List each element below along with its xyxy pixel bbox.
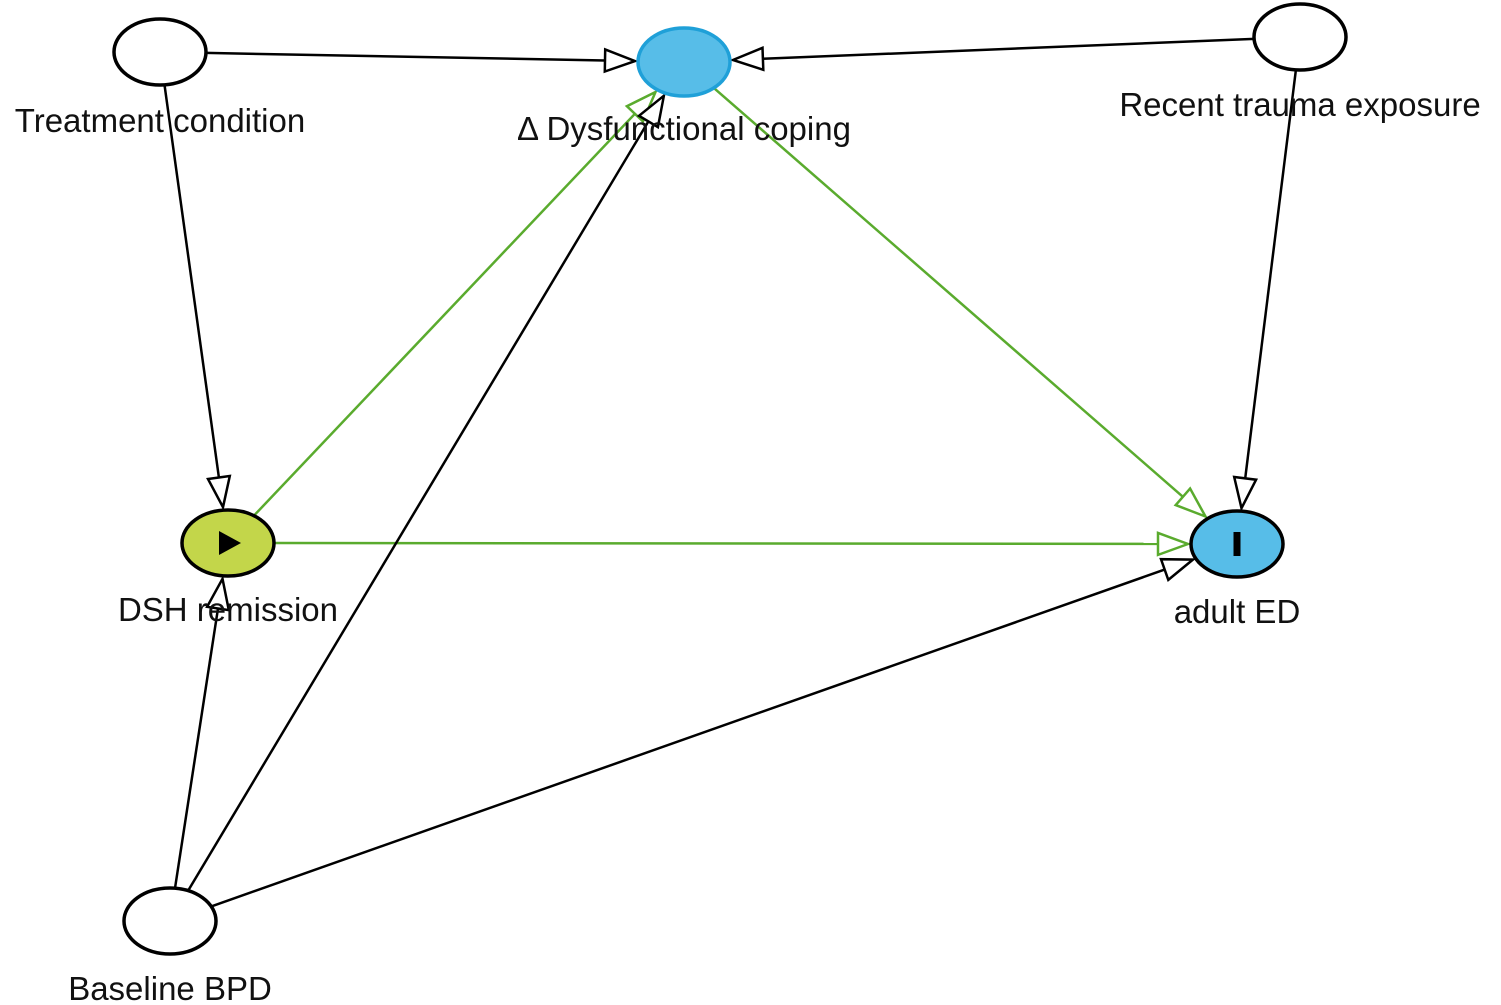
arrowhead xyxy=(1232,475,1259,512)
edges-layer xyxy=(163,37,1298,908)
arrowhead xyxy=(636,92,666,130)
node-label-trauma: Recent trauma exposure xyxy=(1119,86,1480,123)
edge-treatment-to-coping xyxy=(205,47,639,74)
edge-dsh-to-coping xyxy=(252,89,658,517)
edge-line xyxy=(252,112,636,517)
edge-treatment-to-dsh xyxy=(163,84,232,511)
play-icon xyxy=(219,531,241,555)
labels-layer: Treatment condition Δ Dysfunctional copi… xyxy=(15,86,1481,1005)
edge-line xyxy=(210,568,1166,908)
edge-line xyxy=(163,84,221,478)
edge-dsh-to-ed xyxy=(273,531,1192,557)
node-treatment[interactable] xyxy=(112,17,208,87)
edge-line xyxy=(187,120,650,892)
edge-trauma-to-ed xyxy=(1232,69,1298,512)
edge-line xyxy=(712,86,1184,498)
edge-line xyxy=(173,608,220,889)
node-label-treatment: Treatment condition xyxy=(15,102,305,139)
edge-coping-to-ed xyxy=(712,86,1209,519)
edge-trauma-to-coping xyxy=(729,37,1255,72)
arrowhead xyxy=(729,45,765,72)
arrowhead xyxy=(205,575,231,612)
node-dsh[interactable] xyxy=(180,508,276,578)
node-coping[interactable] xyxy=(636,26,732,98)
edge-line xyxy=(205,51,606,62)
node-ellipse[interactable] xyxy=(122,886,218,956)
edge-line xyxy=(762,37,1255,61)
bar-icon xyxy=(1233,532,1241,556)
edge-bpd-to-dsh xyxy=(173,575,231,889)
node-label-ed: adult ED xyxy=(1174,593,1301,630)
node-ed[interactable] xyxy=(1189,509,1285,579)
node-bpd[interactable] xyxy=(122,886,218,956)
node-ellipse[interactable] xyxy=(112,17,208,87)
edge-line xyxy=(1243,69,1298,479)
node-ellipse[interactable] xyxy=(1252,2,1348,72)
arrowhead xyxy=(206,474,232,511)
node-label-bpd: Baseline BPD xyxy=(68,970,272,1005)
arrowhead xyxy=(1156,531,1192,557)
arrowhead xyxy=(603,47,639,74)
node-label-dsh: DSH remission xyxy=(118,591,338,628)
node-ellipse[interactable] xyxy=(636,26,732,98)
arrowhead xyxy=(1173,486,1209,519)
edge-bpd-to-coping xyxy=(187,92,666,892)
arrowhead xyxy=(1159,557,1197,583)
node-trauma[interactable] xyxy=(1252,2,1348,72)
edge-line xyxy=(273,541,1159,546)
edge-bpd-to-ed xyxy=(210,557,1197,908)
node-label-coping: Δ Dysfunctional coping xyxy=(517,110,851,147)
nodes-layer xyxy=(112,2,1348,956)
